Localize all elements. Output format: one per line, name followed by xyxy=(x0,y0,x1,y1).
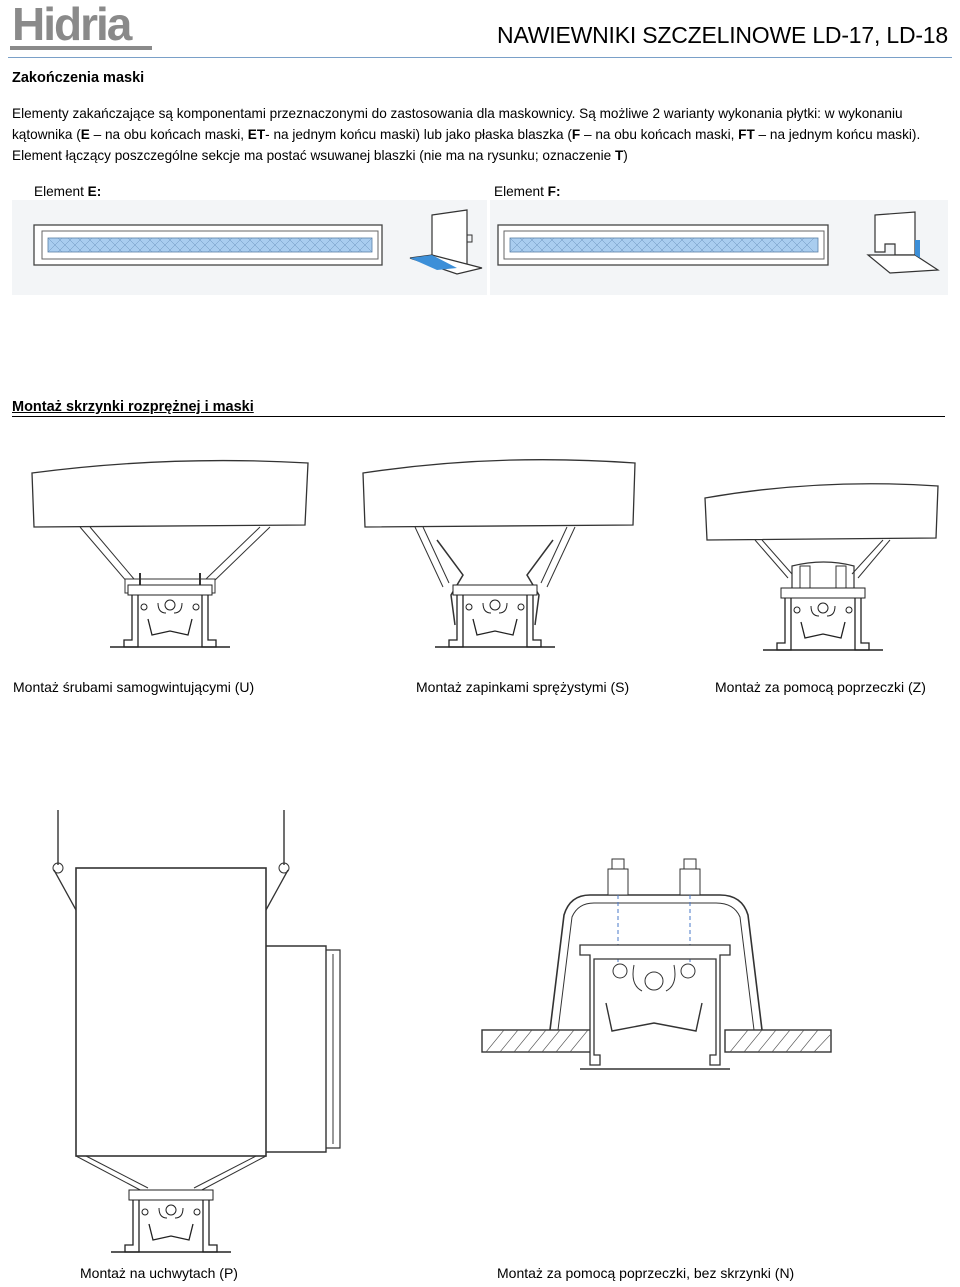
intro-text: - na jednym końcu maski) lub jako płaska… xyxy=(265,127,572,142)
intro-code: T xyxy=(614,148,624,163)
intro-code: ET xyxy=(247,127,266,142)
mounting-s-drawing xyxy=(362,459,636,648)
intro-text: ) xyxy=(623,148,628,163)
caption-mounting-n: Montaż za pomocą poprzeczki, bez skrzynk… xyxy=(497,1265,795,1281)
intro-text: Elementy zakańczające są komponentami pr… xyxy=(12,106,903,142)
intro-code: E xyxy=(80,127,90,142)
mounting-n-drawing xyxy=(481,858,832,1070)
caption-mounting-u: Montaż śrubami samogwintującymi (U) xyxy=(13,679,255,695)
intro-text: – na jednym końcu maski). Element łącząc… xyxy=(12,127,921,163)
element-f-label: Element F: xyxy=(494,184,561,199)
svg-text:Hidria: Hidria xyxy=(12,0,133,50)
intro-text: – na obu końcach maski, xyxy=(89,127,248,142)
mounting-p-drawing xyxy=(52,810,341,1253)
document-title: NAWIEWNIKI SZCZELINOWE LD-17, LD-18 xyxy=(497,22,948,48)
mounting-u-drawing xyxy=(31,459,309,648)
intro-paragraph: Elementy zakańczające są komponentami pr… xyxy=(12,103,948,166)
header-rule xyxy=(8,57,952,58)
element-e-label: Element E: xyxy=(34,184,102,199)
mounting-z-drawing xyxy=(704,483,939,651)
caption-mounting-s: Montaż zapinkami sprężystymi (S) xyxy=(416,679,630,695)
section-heading-mask-ends: Zakończenia maski xyxy=(12,70,145,86)
section-heading-mounting: Montaż skrzynki rozprężnej i maski xyxy=(12,399,945,417)
hidria-logo: Hidria xyxy=(10,0,152,52)
intro-text: – na obu końcach maski, xyxy=(580,127,739,142)
intro-code: FT xyxy=(738,127,755,142)
element-f-drawing xyxy=(490,200,948,295)
caption-mounting-z: Montaż za pomocą poprzeczki (Z) xyxy=(715,679,926,695)
intro-code: F xyxy=(571,127,581,142)
element-e-drawing xyxy=(12,200,487,295)
caption-mounting-p: Montaż na uchwytach (P) xyxy=(80,1265,238,1281)
